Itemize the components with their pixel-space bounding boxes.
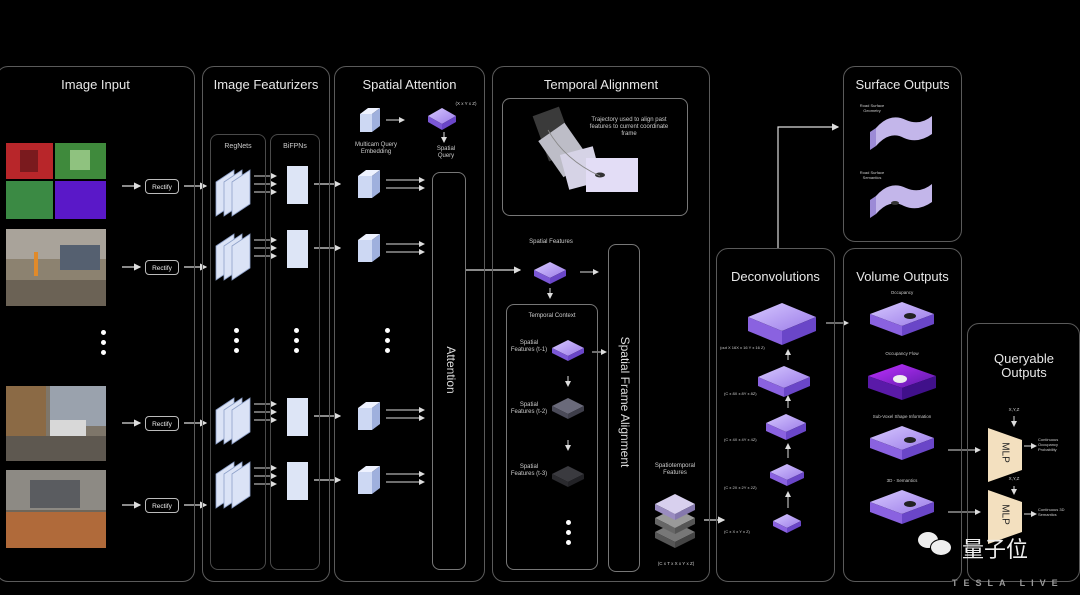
context-voxel-t3 (552, 466, 584, 487)
volume-item-occupancy-flow: Occupancy Flow (885, 351, 919, 356)
mlp-output-1: Continuous Occupancy Probability (1038, 437, 1059, 452)
mlp-output-2: Continuous 3D Semantics (1038, 507, 1065, 517)
volume-output-voxels (868, 302, 936, 524)
mlp-label-2: MLP (999, 504, 1011, 525)
volume-item-occupancy: Occupancy (890, 290, 914, 295)
temporal-context-label: Temporal Context (528, 313, 576, 319)
spatiotemporal-stack (655, 494, 695, 548)
panel-image-featurizers: Image Featurizers (202, 66, 330, 582)
panel-title-temporal-alignment: Temporal Alignment (543, 77, 659, 92)
deconv-dim-1: (out X 16X x 16 Y x 16 Z) (720, 345, 765, 350)
rectify-button-2: Rectify (145, 260, 179, 275)
panel-deconvolutions: Deconvolutions (716, 248, 835, 582)
panel-title-image-featurizers: Image Featurizers (213, 77, 319, 92)
volume-item-subvoxel: Sub-Voxel Shape Information (872, 414, 932, 419)
surface-item-geometry: Road Surface Geometry (859, 103, 885, 113)
panel-title-deconvolutions: Deconvolutions (731, 269, 820, 284)
deconv-voxels (748, 303, 816, 533)
road-surface-geometry-sheet (870, 116, 932, 150)
mlp-input-2: X,Y,Z (1008, 476, 1020, 481)
context-item-t3: Spatial Features (t-3) (510, 464, 548, 478)
panel-title-surface-outputs: Surface Outputs (855, 77, 950, 92)
frame-alignment-label: Spatial Frame Alignment (618, 336, 632, 468)
regnets-label: RegNets (224, 143, 252, 150)
spatial-query-label: Spatial Query (436, 146, 456, 160)
rectify-button-1: Rectify (145, 179, 179, 194)
spatial-features-label: Spatial Features (529, 239, 573, 245)
trajectory-illustration (532, 106, 638, 192)
volume-item-semantics: 3D - Semantics (886, 478, 918, 483)
context-voxel-t2 (552, 398, 584, 419)
trajectory-note: Trajectory used to align past features t… (589, 117, 669, 138)
regnets-box: RegNets (210, 134, 266, 570)
ellipsis-dots-attention (385, 328, 391, 358)
panel-title-spatial-attention: Spatial Attention (362, 77, 457, 92)
ellipsis-dots-regnets (234, 328, 240, 358)
bifpn-feature-maps (287, 166, 308, 500)
camera-image-3 (6, 386, 106, 461)
bifpns-label: BiFPNs (283, 143, 307, 150)
panel-title-queryable-outputs: Queryable Outputs (994, 351, 1054, 380)
multicam-feature-cubes (358, 108, 380, 494)
ellipsis-dots-input (101, 330, 107, 360)
road-surface-semantics-sheet (870, 184, 932, 218)
mlp-label-1: MLP (999, 442, 1011, 463)
camera-image-4 (6, 470, 106, 548)
spatiotemporal-dims: (C x T x X x Y x Z) (657, 561, 695, 566)
spatial-features-voxel (534, 262, 566, 284)
spatial-query-voxel (428, 108, 456, 130)
deconv-dim-2: (C x 8X x 8Y x 8Z) (724, 391, 757, 396)
panel-spatial-attention: Spatial Attention (334, 66, 485, 582)
deconv-dim-3: (C x 4X x 4Y x 4Z) (724, 437, 757, 442)
attention-label: Attention (444, 346, 458, 394)
tesla-live-logo: TESLA LIVE (952, 578, 1064, 588)
context-item-t2: Spatial Features (t-2) (510, 402, 548, 416)
trajectory-box: Trajectory used to align past features t… (502, 98, 688, 216)
regnet-feature-stacks (215, 169, 251, 509)
query-dims-label: (X x Y x Z) (455, 101, 477, 106)
deconv-dim-4: (C x 2X x 2Y x 2Z) (724, 485, 757, 490)
mlp-input-1: X,Y,Z (1008, 407, 1020, 412)
ellipsis-dots-context (566, 520, 572, 550)
panel-title-image-input: Image Input (61, 77, 130, 92)
rectify-button-3: Rectify (145, 416, 179, 431)
multicam-query-label: Multicam Query Embedding (354, 142, 397, 156)
mlp-block-1 (988, 428, 1022, 482)
panel-title-volume-outputs: Volume Outputs (856, 269, 949, 284)
wechat-icon (918, 530, 952, 556)
context-voxel-t1 (552, 340, 584, 361)
bifpns-box: BiFPNs (270, 134, 320, 570)
context-item-t1: Spatial Features (t-1) (510, 340, 548, 354)
deconv-dim-5: (C x X x Y x Z) (724, 529, 750, 534)
panel-image-input: Image Input (0, 66, 195, 582)
ellipsis-dots-bifpns (294, 328, 300, 358)
panel-surface-outputs: Surface Outputs (843, 66, 962, 242)
panel-volume-outputs: Volume Outputs (843, 248, 962, 582)
spatiotemporal-label: Spatiotemporal Features (654, 463, 696, 477)
camera-image-1 (6, 143, 106, 219)
panel-temporal-alignment: Temporal Alignment (492, 66, 710, 582)
mlp-block-2 (988, 490, 1022, 544)
temporal-context-box: Temporal Context (506, 304, 598, 570)
frame-alignment-block: Spatial Frame Alignment (608, 244, 640, 572)
rectify-button-4: Rectify (145, 498, 179, 513)
surface-item-semantics: Road Surface Semantics (859, 170, 885, 180)
brand-watermark: 量子位 (962, 538, 1029, 563)
camera-image-2 (6, 229, 106, 306)
attention-block: Attention (432, 172, 466, 570)
